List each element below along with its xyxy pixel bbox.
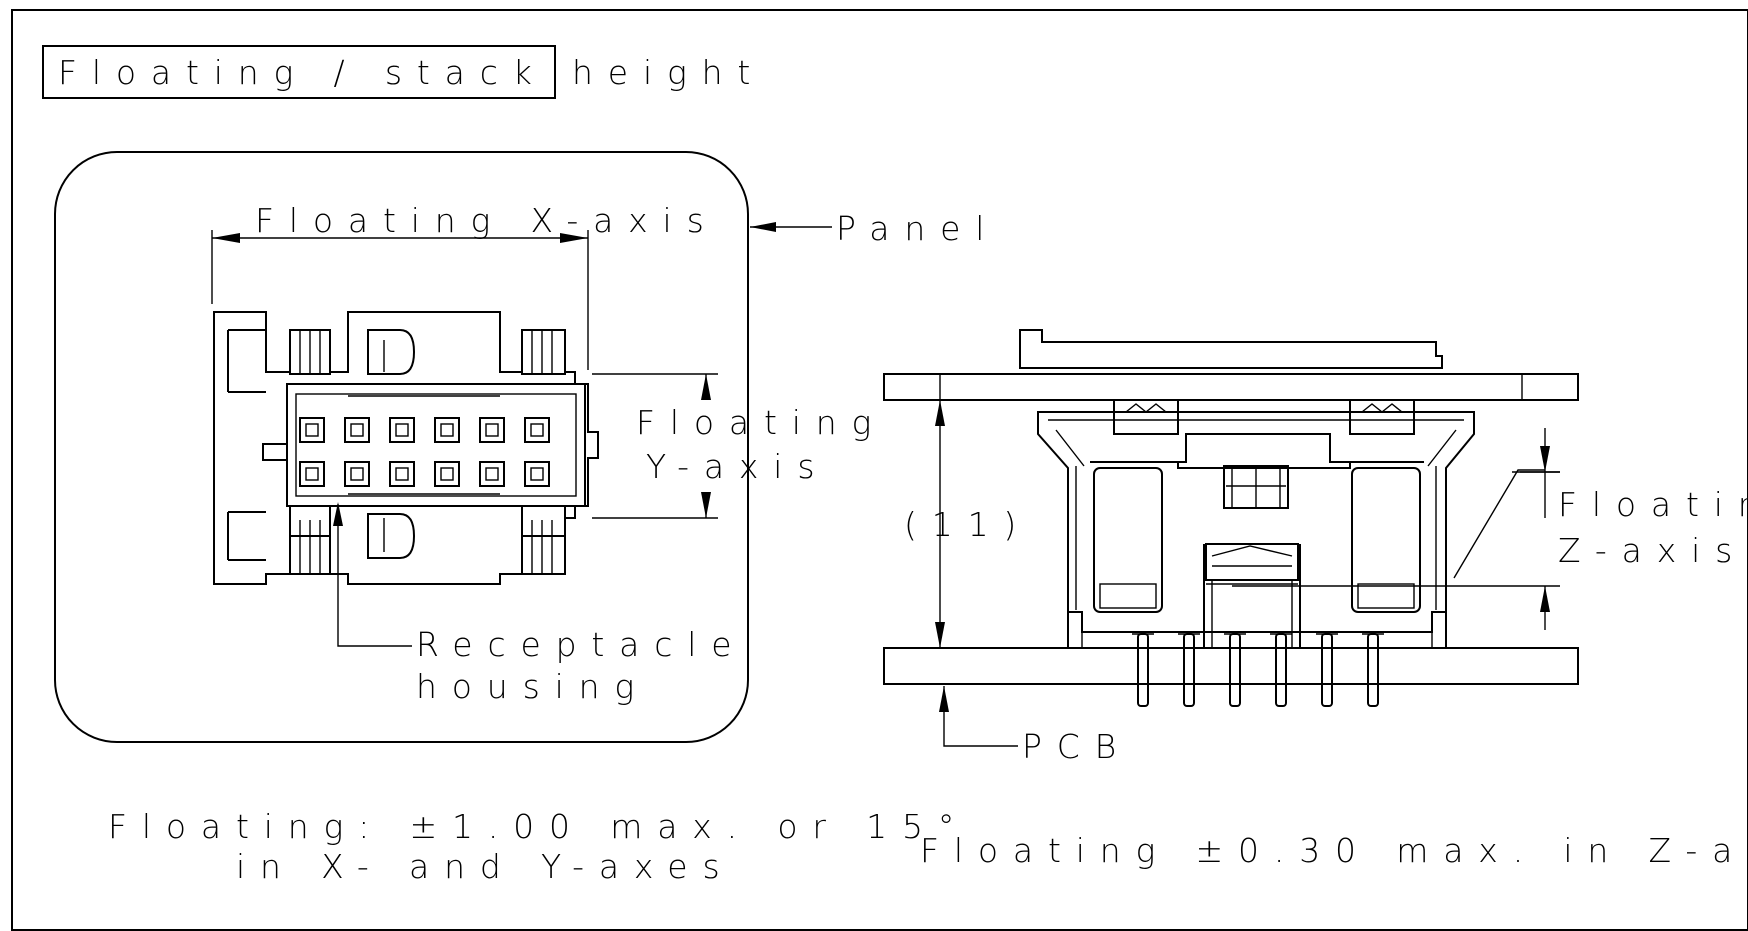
upper-board — [883, 373, 1579, 401]
panel-outline — [54, 151, 749, 743]
z-axis-label-line1: Floating — [1558, 485, 1748, 524]
drawing-frame — [11, 9, 1748, 931]
pcb-leader — [939, 686, 1018, 747]
connector-side-view — [1037, 400, 1475, 649]
z-axis-dimension — [1232, 428, 1560, 630]
z-axis-label-line2: Z-axis — [1558, 531, 1747, 570]
y-axis-dimension — [592, 373, 718, 519]
stack-height-dimension — [935, 400, 945, 648]
panel-label: Panel — [836, 209, 999, 248]
panel-leader — [750, 222, 832, 232]
title-box — [42, 45, 556, 99]
drawing-title: Floating / stack height — [58, 53, 765, 92]
left-view: Floating X-axis Panel — [54, 151, 999, 886]
receptacle-leader — [333, 502, 412, 647]
left-caption-line2: in X- and Y-axes — [236, 847, 735, 886]
receptacle-top-view — [213, 311, 599, 585]
right-caption: Floating ±0.30 max. in Z-axis — [920, 831, 1748, 870]
pcb-label: PCB — [1022, 727, 1131, 766]
x-axis-label: Floating X-axis — [255, 201, 719, 240]
y-axis-label-line1: Floating — [636, 403, 886, 442]
left-caption-line1: Floating: ±1.00 max. or 15° — [108, 807, 969, 846]
x-axis-dimension — [211, 230, 589, 370]
mating-plug-top — [1019, 329, 1443, 369]
stack-height-label: (11) — [904, 505, 1031, 544]
y-axis-label-line2: Y-axis — [646, 447, 829, 486]
pcb-pins — [1132, 633, 1384, 707]
receptacle-label-line2: housing — [416, 667, 649, 706]
receptacle-label-line1: Receptacle — [416, 625, 746, 664]
contact-cavities — [299, 417, 550, 487]
right-view: (11) Floating Z-axis PCB Floating ±0.30 … — [883, 329, 1748, 870]
